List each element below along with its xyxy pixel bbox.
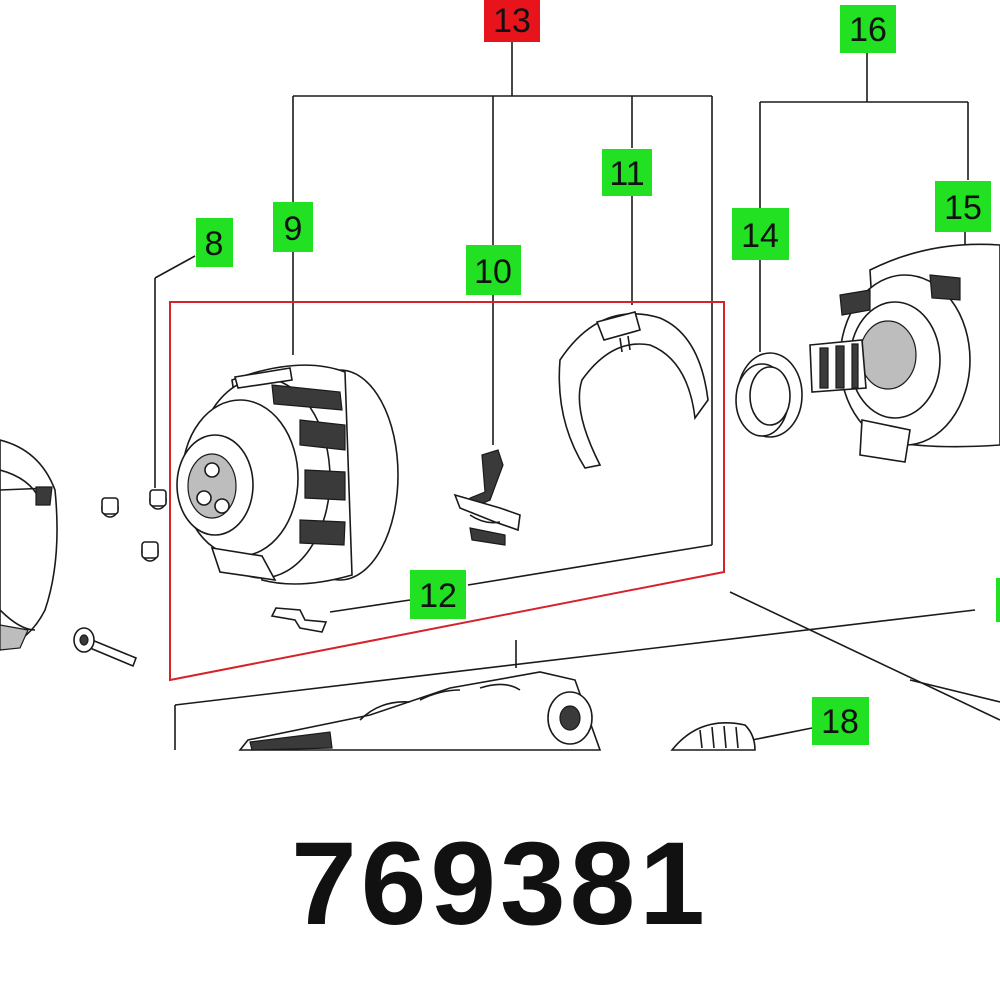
svg-text:18: 18 <box>821 703 859 741</box>
bottom-housing-part <box>238 671 602 751</box>
leader-lines <box>154 42 1000 750</box>
selection-frame <box>169 301 725 682</box>
callout-15: 15 <box>935 181 991 232</box>
seal-ring-part-14 <box>735 352 803 438</box>
bottom-panel <box>0 752 1000 1000</box>
callout-11: 11 <box>602 149 652 196</box>
clip-ring-part-11 <box>558 311 709 469</box>
svg-text:9: 9 <box>284 210 303 248</box>
callout-10: 10 <box>466 245 521 295</box>
svg-text:11: 11 <box>609 155 644 193</box>
svg-text:10: 10 <box>474 253 512 291</box>
rotor-assembly-part-15 <box>809 243 1000 463</box>
ring-part-18 <box>670 722 756 751</box>
svg-text:15: 15 <box>944 189 982 227</box>
callout-13: 13 <box>484 0 540 42</box>
svg-text:13: 13 <box>493 2 531 40</box>
svg-text:16: 16 <box>849 11 887 49</box>
callout-18: 18 <box>812 697 869 745</box>
svg-text:12: 12 <box>419 577 457 615</box>
callout-16: 16 <box>840 5 896 53</box>
spring-clip-part-12 <box>270 607 328 633</box>
part-number: 769381 <box>291 818 709 950</box>
callout-8: 8 <box>196 218 233 267</box>
motor-stator-part-9 <box>176 364 399 585</box>
callout-14: 14 <box>732 208 789 260</box>
pins-part-8 <box>101 489 167 562</box>
left-housing-part <box>0 439 58 651</box>
svg-text:14: 14 <box>741 217 779 255</box>
screw-part <box>73 627 138 668</box>
svg-text:8: 8 <box>205 225 224 263</box>
callout-12: 12 <box>410 570 466 619</box>
callout-9: 9 <box>273 202 313 252</box>
cable-part-10 <box>453 449 521 546</box>
edge-marker <box>996 578 1000 622</box>
